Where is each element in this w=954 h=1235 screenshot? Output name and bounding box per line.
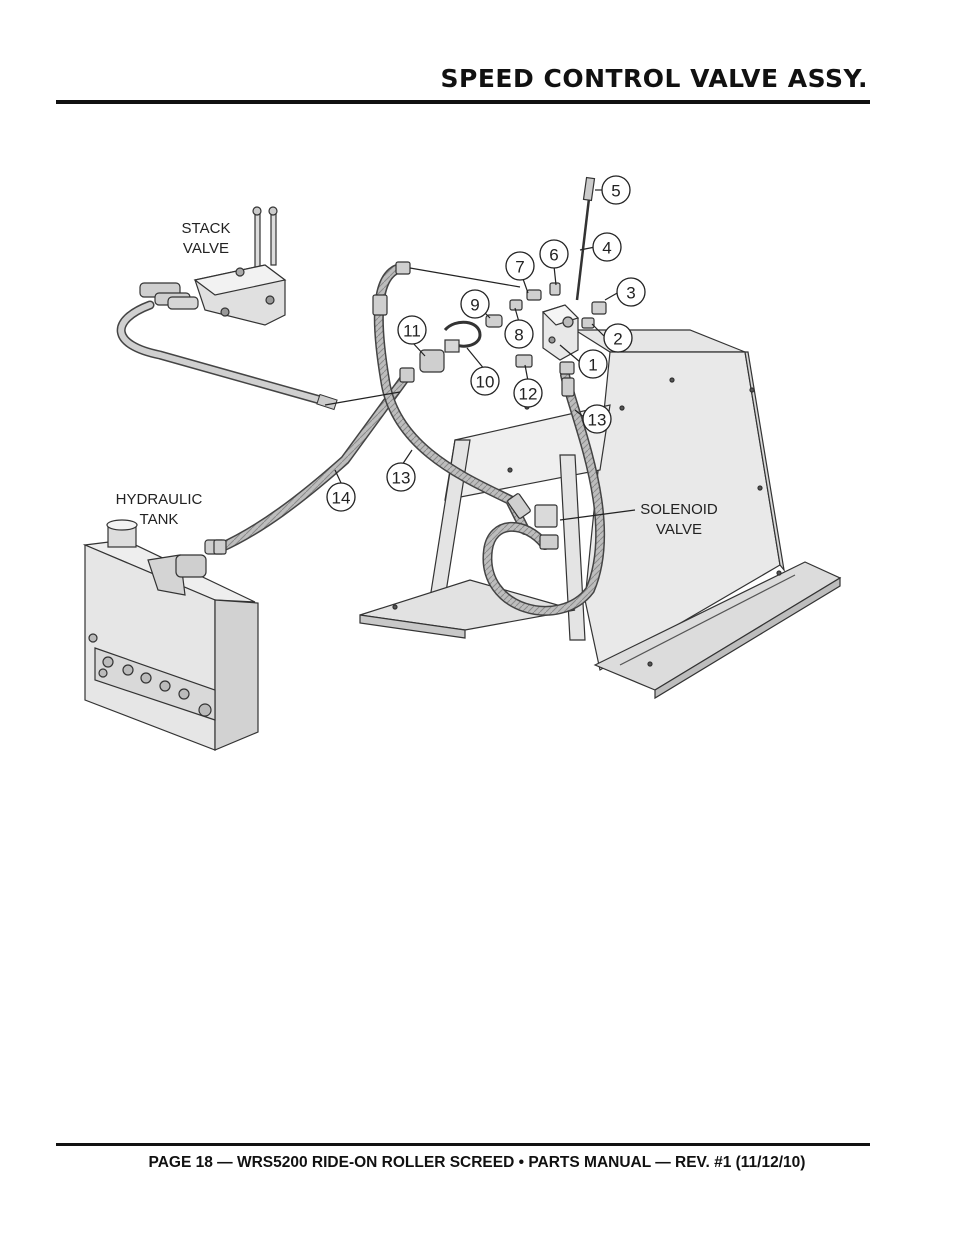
hydraulic-tank-label-line1: HYDRAULIC — [116, 491, 203, 508]
hose-14 — [215, 373, 410, 553]
hose-fitting — [559, 361, 575, 375]
callout-8 — [504, 319, 534, 349]
hydraulic-tank — [82, 519, 259, 751]
callout-11-text: 11 — [403, 322, 421, 341]
hose-fitting — [561, 377, 575, 397]
solenoid-valve-label-line2: VALVE — [656, 521, 702, 538]
callout-8-text: 8 — [514, 326, 523, 345]
callout-13-left-text: 13 — [392, 469, 411, 488]
callout-3-text: 3 — [626, 284, 635, 303]
callout-4 — [592, 232, 622, 262]
solenoid-valve-label-line1: SOLENOID — [640, 501, 718, 518]
stack-valve — [139, 206, 287, 326]
callout-7 — [505, 251, 535, 281]
callout-9 — [460, 289, 490, 319]
callout-4-text: 4 — [602, 239, 611, 258]
callout-13-right-text: 13 — [588, 411, 607, 430]
screed-frame — [359, 329, 842, 700]
callout-10 — [470, 366, 500, 396]
hose-fitting — [507, 493, 531, 519]
stack-valve-label-line2: VALVE — [183, 240, 229, 257]
stack-valve-label-line1: STACK — [182, 220, 231, 237]
callout-2-text: 2 — [613, 330, 622, 349]
callout-3 — [616, 277, 646, 307]
callout-12 — [513, 378, 543, 408]
callout-14 — [326, 482, 356, 512]
page-title: SPEED CONTROL VALVE ASSY. — [440, 64, 868, 93]
hose-fitting — [395, 261, 411, 275]
speed-control-valve — [419, 176, 607, 550]
callout-5 — [601, 175, 631, 205]
callout-1-text: 1 — [588, 356, 597, 375]
hose-fitting — [399, 367, 415, 383]
callout-2 — [603, 323, 633, 353]
callout-11 — [397, 315, 427, 345]
callout-13-left — [386, 462, 416, 492]
callout-5-text: 5 — [611, 182, 620, 201]
callout-6-text: 6 — [549, 246, 558, 265]
callout-9-text: 9 — [470, 296, 479, 315]
callouts — [326, 175, 646, 512]
callout-12-text: 12 — [519, 385, 538, 404]
callout-14-text: 14 — [332, 489, 351, 508]
callout-13-right — [582, 404, 612, 434]
page-footer: PAGE 18 — WRS5200 RIDE-ON ROLLER SCREED … — [148, 1154, 806, 1171]
header-divider — [56, 100, 870, 104]
callout-7-text: 7 — [515, 258, 524, 277]
callout-10-text: 10 — [476, 373, 495, 392]
callout-6 — [539, 239, 569, 269]
footer-divider — [56, 1143, 870, 1146]
hose-fitting — [213, 539, 227, 555]
callout-1 — [578, 349, 608, 379]
hydraulic-tank-label-line2: TANK — [140, 511, 179, 528]
hose-fitting — [372, 294, 388, 316]
